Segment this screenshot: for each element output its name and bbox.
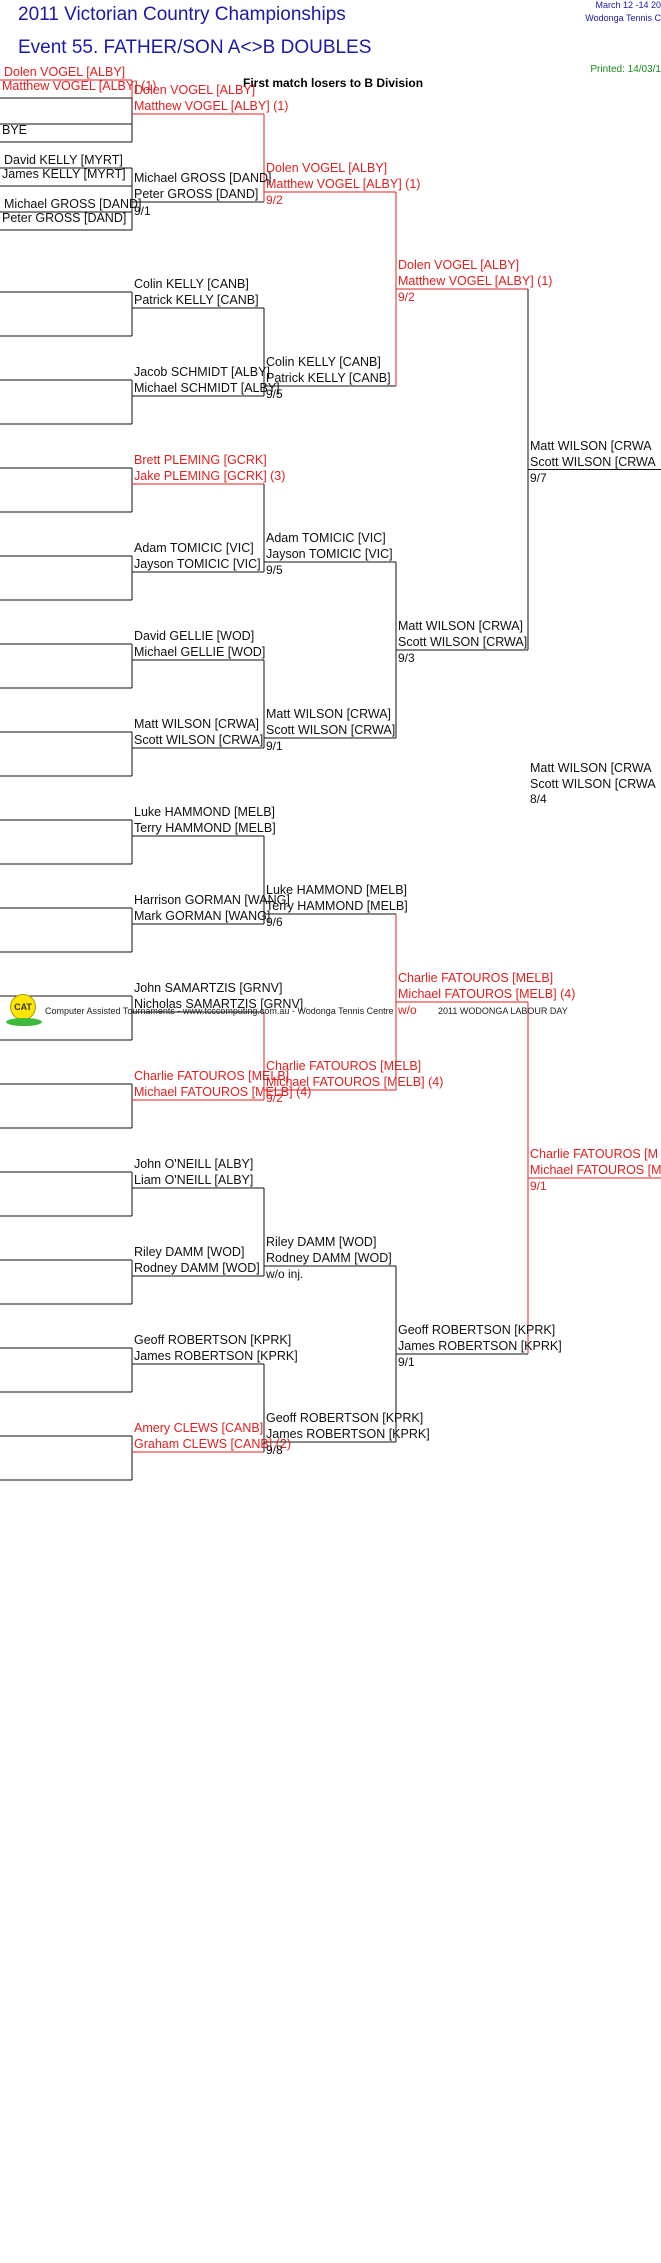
r2-player-1: Geoff ROBERTSON [KPRK] <box>134 1333 292 1347</box>
r5-player-2: Scott WILSON [CRWA <box>530 454 656 469</box>
r2-player-1: Dolen VOGEL [ALBY] <box>134 83 256 97</box>
r2-player-1: Charlie FATOUROS [MELB] <box>134 1069 290 1083</box>
r2-player-2: Liam O'NEILL [ALBY] <box>134 1173 254 1187</box>
r4-player-1: Matt WILSON [CRWA] <box>398 619 524 633</box>
r1-player-2: Peter GROSS [DAND] <box>2 211 127 225</box>
r5-player-2: Michael FATOUROS [M <box>530 1163 661 1177</box>
r1-player-2: James KELLY [MYRT] <box>2 167 126 181</box>
r2-player-1: Matt WILSON [CRWA] <box>134 717 260 731</box>
r1-player-2: BYE <box>2 123 28 137</box>
r1-player-2: Matthew VOGEL [ALBY] (1) <box>2 79 157 93</box>
r3-player-1: Colin KELLY [CANB] <box>266 355 381 369</box>
r3-player-1: Geoff ROBERTSON [KPRK] <box>266 1411 424 1425</box>
r2-player-2: Rodney DAMM [WOD] <box>134 1261 260 1275</box>
r3-player-2: Terry HAMMOND [MELB] <box>266 899 408 913</box>
r2-player-1: Adam TOMICIC [VIC] <box>134 541 254 555</box>
r3-player-2: Scott WILSON [CRWA] <box>266 723 396 737</box>
r2-player-2: Matthew VOGEL [ALBY] (1) <box>134 99 289 113</box>
r2-player-1: John SAMARTZIS [GRNV] <box>134 981 283 995</box>
r3-score: 9/1 <box>266 739 283 753</box>
r2-score: 9/1 <box>134 204 151 218</box>
r2-player-2: Nicholas SAMARTZIS [GRNV] <box>134 997 304 1011</box>
r2-player-2: Michael FATOUROS [MELB] (4) <box>134 1085 312 1099</box>
r4-score: 9/2 <box>398 290 415 304</box>
r4-player-2: Michael FATOUROS [MELB] (4) <box>398 987 576 1001</box>
r4-score: 9/1 <box>398 1355 415 1369</box>
r4-score: w/o <box>398 1003 417 1017</box>
r5-score: 9/1 <box>530 1179 547 1193</box>
tournament-dates: March 12 -14 20 <box>595 0 661 10</box>
r3-player-2: James ROBERTSON [KPRK] <box>266 1427 430 1441</box>
r4-player-2: Scott WILSON [CRWA] <box>398 635 528 649</box>
r3-player-1: Adam TOMICIC [VIC] <box>266 531 386 545</box>
final-player-1: Matt WILSON [CRWA <box>530 761 652 775</box>
cat-logo: CAT <box>10 994 36 1020</box>
r5-score: 9/7 <box>530 470 547 485</box>
r2-player-2: Graham CLEWS [CANB] (2) <box>134 1437 291 1451</box>
final-score: 8/4 <box>530 792 547 806</box>
r2-player-1: Brett PLEMING [GCRK] <box>134 453 267 467</box>
r1-player-1: Michael GROSS [DAND] <box>4 197 142 211</box>
r3-player-2: Jayson TOMICIC [VIC] <box>266 547 393 561</box>
r2-player-1: Amery CLEWS [CANB] <box>134 1421 264 1435</box>
r5-player-1: Matt WILSON [CRWA <box>530 438 652 453</box>
r4-score: 9/3 <box>398 651 415 665</box>
r1-player-1: Dolen VOGEL [ALBY] <box>4 65 126 79</box>
r2-player-2: Michael GELLIE [WOD] <box>134 645 266 659</box>
r2-player-1: David GELLIE [WOD] <box>134 629 255 643</box>
r2-player-1: Colin KELLY [CANB] <box>134 277 249 291</box>
r2-player-2: Mark GORMAN [WANG] <box>134 909 271 923</box>
r3-player-1: Matt WILSON [CRWA] <box>266 707 392 721</box>
r2-player-1: Harrison GORMAN [WANG] <box>134 893 290 907</box>
r2-player-2: Terry HAMMOND [MELB] <box>134 821 276 835</box>
r2-player-2: Peter GROSS [DAND] <box>134 187 259 201</box>
cat-logo-leaf <box>6 1018 42 1026</box>
r4-player-1: Dolen VOGEL [ALBY] <box>398 258 520 272</box>
r3-player-2: Patrick KELLY [CANB] <box>266 371 391 385</box>
r2-player-1: Luke HAMMOND [MELB] <box>134 805 276 819</box>
footer-event-name: 2011 WODONGA LABOUR DAY <box>438 1006 568 1016</box>
r3-player-2: Michael FATOUROS [MELB] (4) <box>266 1075 444 1089</box>
footer-credit: Computer Assisted Tournaments - www.tccc… <box>45 1006 394 1016</box>
r3-player-1: Luke HAMMOND [MELB] <box>266 883 408 897</box>
r1-player-1: David KELLY [MYRT] <box>4 153 123 167</box>
r2-player-2: Michael SCHMIDT [ALBY] <box>134 381 280 395</box>
r3-score: 9/6 <box>266 915 283 929</box>
r3-player-1: Dolen VOGEL [ALBY] <box>266 161 388 175</box>
final-player-2: Scott WILSON [CRWA <box>530 777 656 791</box>
r2-player-1: John O'NEILL [ALBY] <box>134 1157 254 1171</box>
tournament-title: 2011 Victorian Country Championships <box>18 4 346 25</box>
r2-player-2: Scott WILSON [CRWA] <box>134 733 264 747</box>
r2-player-2: Patrick KELLY [CANB] <box>134 293 259 307</box>
r4-player-2: James ROBERTSON [KPRK] <box>398 1339 562 1353</box>
r3-player-1: Riley DAMM [WOD] <box>266 1235 377 1249</box>
r3-player-2: Rodney DAMM [WOD] <box>266 1251 392 1265</box>
r2-player-1: Riley DAMM [WOD] <box>134 1245 245 1259</box>
printed-date: Printed: 14/03/1 <box>590 64 661 75</box>
r2-player-2: Jayson TOMICIC [VIC] <box>134 557 261 571</box>
tournament-venue: Wodonga Tennis C <box>585 13 661 23</box>
r3-score: 9/8 <box>266 1443 283 1457</box>
r2-player-1: Michael GROSS [DAND] <box>134 171 272 185</box>
r3-score: 9/2 <box>266 193 283 207</box>
r3-score: w/o inj. <box>266 1267 304 1281</box>
r5-player-1: Charlie FATOUROS [M <box>530 1147 659 1161</box>
event-title: Event 55. FATHER/SON A<>B DOUBLES <box>18 37 372 58</box>
r2-player-1: Jacob SCHMIDT [ALBY] <box>134 365 270 379</box>
r3-player-2: Matthew VOGEL [ALBY] (1) <box>266 177 421 191</box>
r3-player-1: Charlie FATOUROS [MELB] <box>266 1059 422 1073</box>
r2-player-2: Jake PLEMING [GCRK] (3) <box>134 469 286 483</box>
r4-player-1: Geoff ROBERTSON [KPRK] <box>398 1323 556 1337</box>
division-note: First match losers to B Division <box>243 76 424 90</box>
r4-player-2: Matthew VOGEL [ALBY] (1) <box>398 274 553 288</box>
r3-score: 9/5 <box>266 563 283 577</box>
r3-score: 9/2 <box>266 1091 283 1105</box>
r3-score: 9/5 <box>266 387 283 401</box>
r2-player-2: James ROBERTSON [KPRK] <box>134 1349 298 1363</box>
r4-player-1: Charlie FATOUROS [MELB] <box>398 971 554 985</box>
